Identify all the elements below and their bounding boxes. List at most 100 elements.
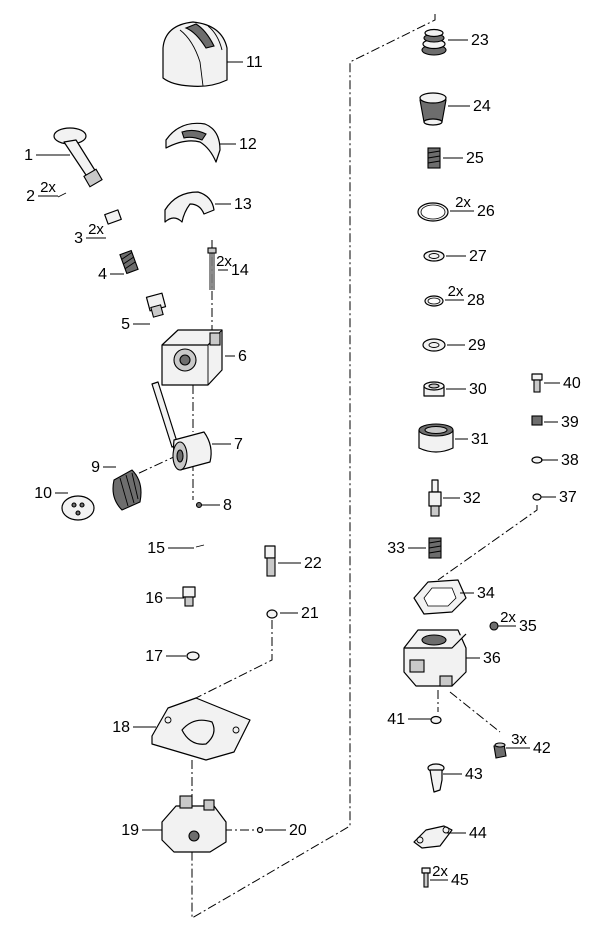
callout-41: 41	[387, 711, 431, 728]
part-24-filter-basket	[419, 92, 447, 126]
part-11-knob-cover	[162, 21, 228, 87]
callout-number: 20	[289, 822, 307, 839]
callout-number: 7	[234, 436, 243, 453]
callout-12: 12	[220, 136, 257, 153]
part-37-washer	[532, 493, 542, 501]
callout-number: 17	[145, 648, 163, 665]
callout-40: 40	[544, 375, 581, 392]
callout-number: 30	[469, 381, 487, 398]
part-28-o-ring	[424, 295, 444, 307]
callout-20: 20	[265, 822, 307, 839]
part-41-o-ring	[430, 715, 442, 725]
callout-number: 35	[519, 618, 537, 635]
callout-number: 27	[469, 248, 487, 265]
part-39-nut	[531, 415, 543, 426]
part-18-gasket-plate	[151, 697, 251, 761]
callout-39: 39	[544, 414, 579, 431]
callout-number: 41	[387, 711, 405, 728]
callout-25: 25	[443, 150, 484, 167]
callout-number: 25	[466, 150, 484, 167]
callout-number: 34	[477, 585, 495, 602]
callout-number: 24	[473, 98, 491, 115]
callout-number: 8	[223, 497, 232, 514]
callout-7: 7	[212, 436, 243, 453]
callout-number: 33	[387, 540, 405, 557]
callout-34: 34	[460, 585, 495, 602]
quantity-label: 2x	[88, 221, 104, 238]
callout-44: 44	[447, 825, 487, 842]
callout-22: 22	[278, 555, 322, 572]
part-40-screw	[531, 373, 543, 393]
quantity-label: 2x	[455, 194, 471, 211]
callout-number: 31	[471, 431, 489, 448]
callout-2: 2 2x	[26, 179, 58, 205]
assembly-path-lines	[134, 14, 538, 919]
part-25-spring	[427, 147, 441, 169]
part-32-valve-stem	[428, 479, 442, 517]
callout-number: 1	[24, 147, 33, 164]
callout-27: 27	[446, 248, 487, 265]
part-30-cap	[423, 381, 445, 397]
callout-19: 19	[121, 822, 162, 839]
part-43-elbow-fitting	[427, 763, 445, 793]
callout-number: 2	[26, 188, 35, 205]
callout-number: 29	[468, 337, 486, 354]
callout-4: 4	[98, 266, 124, 283]
callout-number: 5	[121, 316, 130, 333]
part-36-valve-body	[403, 629, 467, 687]
part-2-pin	[57, 192, 67, 198]
callout-number: 15	[147, 540, 165, 557]
part-4-spring	[119, 249, 139, 275]
callout-number: 21	[301, 605, 319, 622]
callout-number: 42	[533, 740, 551, 757]
part-12-cap-shell	[165, 122, 221, 163]
callout-17: 17	[145, 648, 186, 665]
part-5-plunger	[145, 292, 167, 318]
callout-number: 28	[467, 292, 485, 309]
callout-13: 13	[215, 196, 252, 213]
part-7-cam-barrel	[151, 381, 212, 471]
callout-23: 23	[448, 32, 489, 49]
callout-1: 1	[24, 147, 70, 164]
part-45-screw	[421, 867, 431, 888]
callout-3: 32x	[74, 221, 106, 247]
callout-18: 18	[112, 719, 156, 736]
part-23-spring	[421, 28, 447, 56]
part-27-washer	[423, 250, 445, 262]
callout-15: 15	[147, 540, 194, 557]
callout-10: 10	[34, 485, 68, 502]
part-22-fitting	[264, 545, 276, 577]
part-21-washer	[266, 609, 278, 619]
callout-30: 30	[446, 381, 487, 398]
callout-21: 21	[280, 605, 319, 622]
callout-number: 22	[304, 555, 322, 572]
quantity-label: 2x	[40, 179, 56, 196]
part-34-gasket	[413, 579, 467, 615]
part-15-pin	[195, 544, 205, 548]
part-14-screw	[207, 247, 217, 290]
callout-43: 43	[443, 766, 483, 783]
part-16-nipple	[182, 586, 196, 607]
callout-16: 16	[145, 590, 184, 607]
callout-number: 6	[238, 348, 247, 365]
part-9-filter-cage	[112, 469, 142, 511]
callout-number: 4	[98, 266, 107, 283]
callout-11: 11	[227, 54, 263, 71]
callout-number: 18	[112, 719, 130, 736]
part-26-o-ring	[417, 202, 449, 222]
callout-number: 43	[465, 766, 483, 783]
callout-29: 29	[447, 337, 486, 354]
callout-number: 32	[463, 490, 481, 507]
part-31-valve-seat	[418, 423, 454, 453]
callout-38: 38	[541, 452, 579, 469]
callout-number: 26	[477, 203, 495, 220]
callout-number: 36	[483, 650, 501, 667]
part-6-valve-housing	[161, 329, 223, 386]
callout-31: 31	[455, 431, 489, 448]
